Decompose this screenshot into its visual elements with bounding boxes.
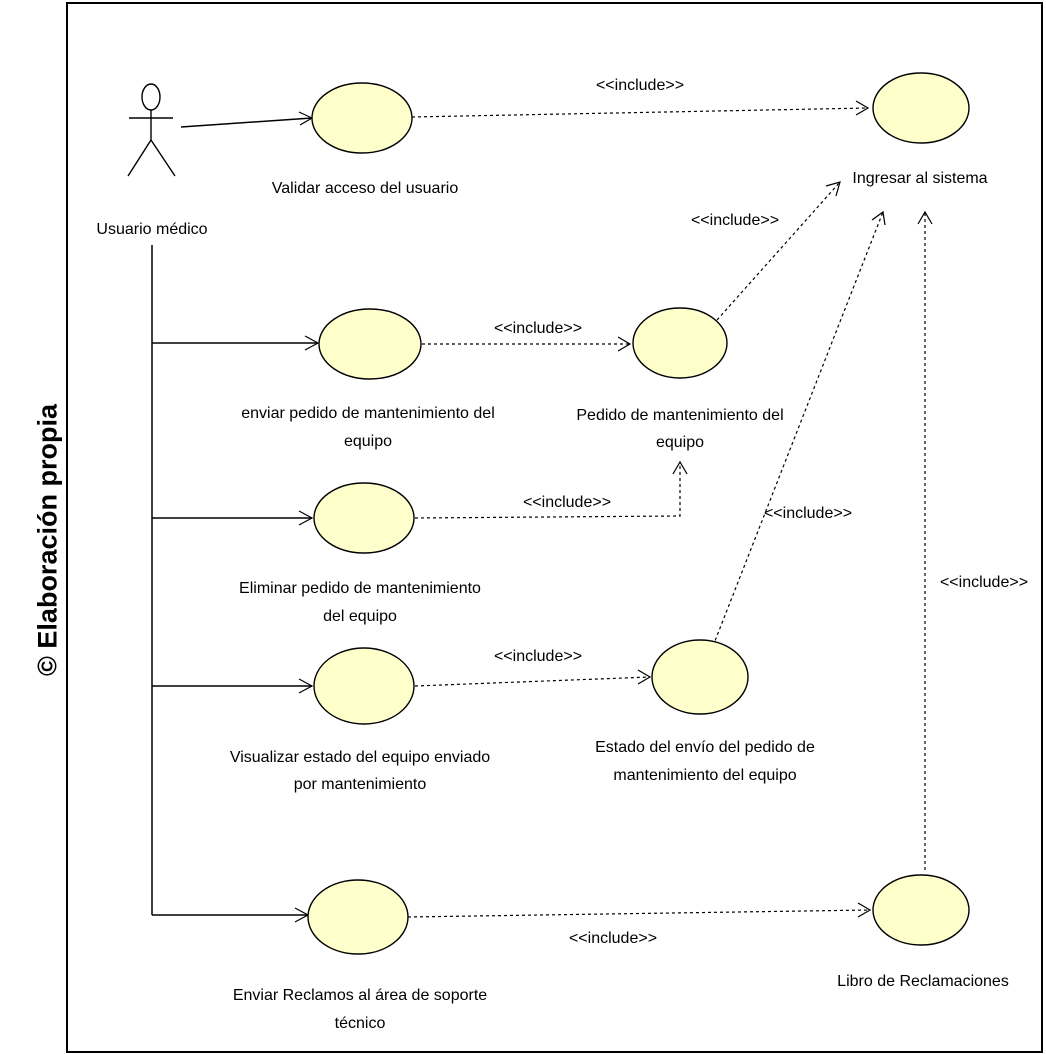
- include-label: <<include>>: [940, 574, 1028, 591]
- use-case-label: Eliminar pedido de mantenimiento: [239, 580, 481, 597]
- include-label: <<include>>: [569, 930, 657, 947]
- use-case-ingresar[interactable]: Ingresar al sistema: [852, 72, 988, 187]
- use-case-validar[interactable]: Validar acceso del usuario: [272, 82, 459, 197]
- use-case-label: Ingresar al sistema: [852, 170, 987, 187]
- use-case-label: Estado del envío del pedido de: [595, 739, 815, 756]
- use-case-visualizar[interactable]: Visualizar estado del equipo enviado por…: [230, 647, 490, 793]
- use-case-label: Pedido de mantenimiento del: [576, 407, 783, 424]
- use-case-label: Visualizar estado del equipo enviado: [230, 749, 490, 766]
- include-label: <<include>>: [523, 494, 611, 511]
- use-case-label: técnico: [335, 1015, 386, 1032]
- use-case-libro[interactable]: Libro de Reclamaciones: [837, 874, 1009, 990]
- use-case-enviar[interactable]: enviar pedido de mantenimiento del equip…: [241, 308, 495, 450]
- use-case-label: por mantenimiento: [294, 776, 427, 793]
- use-case-label: enviar pedido de mantenimiento del: [241, 405, 495, 422]
- use-case-label: mantenimiento del equipo: [613, 767, 796, 784]
- include-label: <<include>>: [691, 212, 779, 229]
- include-dependencies: [407, 100, 933, 918]
- use-case-eliminar[interactable]: Eliminar pedido de mantenimiento del equ…: [239, 482, 481, 625]
- include-label: <<include>>: [494, 648, 582, 665]
- stick-figure-icon: [127, 83, 176, 177]
- use-case-label: equipo: [656, 434, 704, 451]
- use-case-label: del equipo: [323, 608, 397, 625]
- use-case-estado[interactable]: Estado del envío del pedido de mantenimi…: [595, 639, 815, 784]
- use-case-label: Validar acceso del usuario: [272, 180, 459, 197]
- use-case-label: equipo: [344, 433, 392, 450]
- use-case-label: Enviar Reclamos al área de soporte: [233, 987, 487, 1004]
- include-label: <<include>>: [764, 505, 852, 522]
- use-case-label: Libro de Reclamaciones: [837, 973, 1009, 990]
- include-labels: <<include>> <<include>> <<include>> <<in…: [494, 77, 1028, 947]
- actor-usuario-medico[interactable]: Usuario médico: [96, 83, 208, 238]
- diagram-frame: [66, 2, 1043, 1053]
- use-case-reclamos[interactable]: Enviar Reclamos al área de soporte técni…: [233, 879, 487, 1032]
- actor-name: Usuario médico: [96, 221, 207, 238]
- include-label: <<include>>: [494, 320, 582, 337]
- include-label: <<include>>: [596, 77, 684, 94]
- use-case-pedido[interactable]: Pedido de mantenimiento del equipo: [576, 307, 784, 451]
